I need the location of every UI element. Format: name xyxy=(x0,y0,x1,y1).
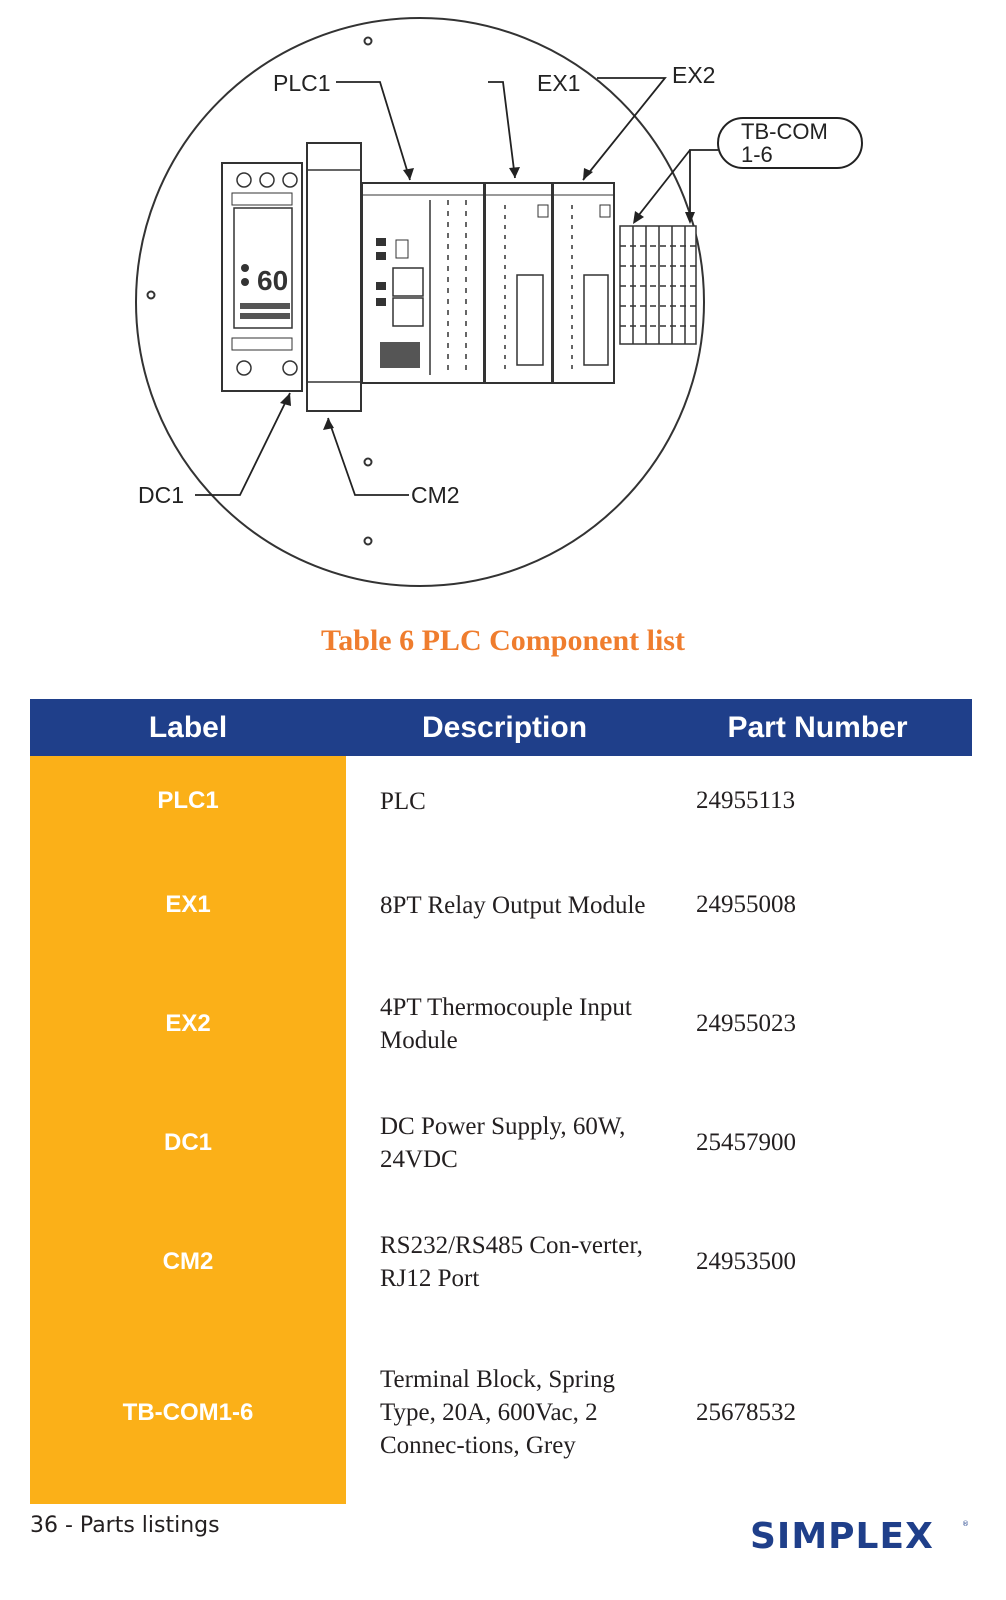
row-description: DC Power Supply, 60W, 24VDC xyxy=(380,1112,626,1173)
row-label: DC1 xyxy=(30,1083,346,1202)
callout-ex2: EX2 xyxy=(672,62,715,88)
table-row: EX2 4PT Thermocouple Input Module 249550… xyxy=(30,964,972,1083)
mount-hole-top xyxy=(363,36,373,46)
ex1-module xyxy=(484,182,553,384)
table-header-row: Label Description Part Number xyxy=(30,699,972,756)
callout-tb-com-line2: 1-6 xyxy=(741,142,773,167)
row-description: 4PT Thermocouple Input Module xyxy=(380,993,632,1054)
row-description: RS232/RS485 Con-verter, RJ12 Port xyxy=(380,1231,643,1292)
ex2-module xyxy=(552,182,615,384)
simplex-logo: SIMPLEX ® xyxy=(750,1516,969,1554)
header-label: Label xyxy=(30,699,346,756)
row-label: PLC1 xyxy=(30,756,346,846)
row-description: PLC xyxy=(380,787,426,815)
row-part-number: 25457900 xyxy=(696,1128,796,1156)
table-row: EX1 8PT Relay Output Module 24955008 xyxy=(30,846,972,964)
table-row: CM2 RS232/RS485 Con-verter, RJ12 Port 24… xyxy=(30,1202,972,1321)
row-part-number: 25678532 xyxy=(696,1398,796,1426)
plc-panel-diagram: 60 xyxy=(135,17,863,587)
table-caption: Table 6 PLC Component list xyxy=(321,624,685,657)
leader-lines xyxy=(195,77,718,496)
callout-plc1: PLC1 xyxy=(273,70,331,96)
row-part-number: 24953500 xyxy=(696,1247,796,1275)
row-label: EX2 xyxy=(30,964,346,1083)
power-supply-rating: 60 xyxy=(257,265,288,296)
header-part-number: Part Number xyxy=(663,699,972,756)
callout-cm2: CM2 xyxy=(411,482,460,508)
leader-arrowheads xyxy=(280,167,695,430)
panel-circle xyxy=(135,17,705,587)
row-part-number: 24955113 xyxy=(696,787,796,814)
table-row: PLC1 PLC 24955113 xyxy=(30,756,972,846)
dc-power-supply: 60 xyxy=(221,162,303,392)
row-description: 8PT Relay Output Module xyxy=(380,891,646,919)
terminal-block xyxy=(619,225,697,345)
mount-hole-mid xyxy=(363,457,373,467)
callout-ex1: EX1 xyxy=(537,70,580,96)
row-label: EX1 xyxy=(30,846,346,964)
registered-mark: ® xyxy=(962,1520,969,1528)
callout-tb-com-line1: TB-COM xyxy=(741,119,828,144)
plc1-module xyxy=(361,182,485,384)
header-description: Description xyxy=(346,699,663,756)
callout-dc1: DC1 xyxy=(138,482,184,508)
brand-name: SIMPLEX xyxy=(750,1516,934,1554)
mount-hole-bottom xyxy=(363,536,373,546)
table-row: TB-COM1-6 Terminal Block, Spring Type, 2… xyxy=(30,1321,972,1504)
row-part-number: 24955008 xyxy=(696,891,796,918)
tb-com-bubble xyxy=(717,117,863,169)
mount-hole-left xyxy=(146,290,156,300)
table-row: DC1 DC Power Supply, 60W, 24VDC 25457900 xyxy=(30,1083,972,1202)
parts-table: Label Description Part Number PLC1 PLC 2… xyxy=(30,699,972,1504)
row-label: CM2 xyxy=(30,1202,346,1321)
row-description: Terminal Block, Spring Type, 20A, 600Vac… xyxy=(380,1366,616,1459)
cm2-converter xyxy=(306,142,362,412)
row-part-number: 24955023 xyxy=(696,1009,796,1037)
row-label: TB-COM1-6 xyxy=(30,1321,346,1504)
page-footer-label: 36 - Parts listings xyxy=(30,1513,220,1538)
